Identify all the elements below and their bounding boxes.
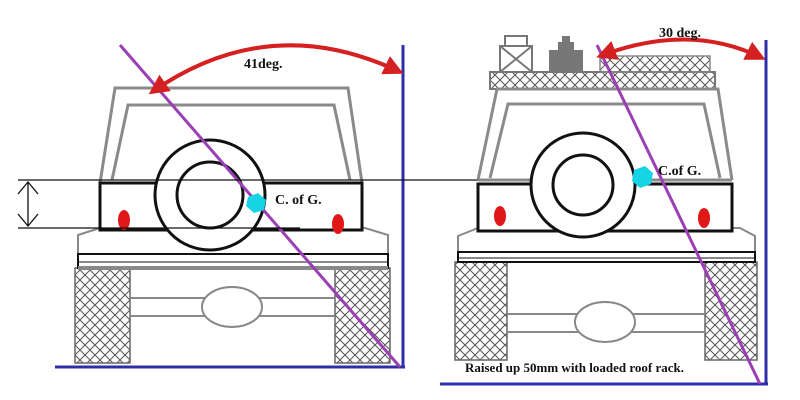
roof-load-bundle — [599, 55, 711, 73]
left-tyre-right — [334, 267, 391, 364]
right-tail-light-l — [494, 206, 506, 226]
right-tyre-right — [704, 261, 758, 361]
roof-crate-icon — [499, 35, 533, 73]
right-vehicle: 30 deg. C.of G. Raised up 50mm with load… — [440, 26, 768, 386]
left-angle-arc — [148, 43, 404, 95]
right-tail-light-r — [698, 208, 710, 228]
right-cog-label: C.of G. — [658, 164, 701, 179]
left-tail-light-l — [118, 210, 130, 230]
right-angle-arc — [596, 37, 766, 60]
dimension-double-arrow-icon — [17, 180, 39, 228]
right-cog-hexagon-icon — [632, 166, 653, 188]
right-tilt-line — [595, 44, 762, 385]
right-caption: Raised up 50mm with loaded roof rack. — [465, 360, 684, 375]
right-axle — [507, 301, 705, 343]
right-tyre-left — [454, 261, 508, 361]
left-cog-hexagon-icon — [246, 193, 266, 213]
left-tail-light-r — [332, 214, 344, 234]
roof-rack — [489, 35, 716, 90]
right-spare-wheel-icon — [529, 131, 637, 239]
left-spare-wheel-icon — [153, 138, 267, 252]
left-axle — [130, 286, 335, 328]
left-angle-label: 41deg. — [244, 57, 283, 72]
roof-jerrycan-icon — [549, 36, 583, 72]
left-cog-label: C. of G. — [275, 193, 322, 208]
left-tyre-left — [74, 267, 131, 364]
right-angle-label: 30 deg. — [659, 26, 701, 41]
left-vehicle: 41deg. C. of G. — [55, 43, 405, 369]
